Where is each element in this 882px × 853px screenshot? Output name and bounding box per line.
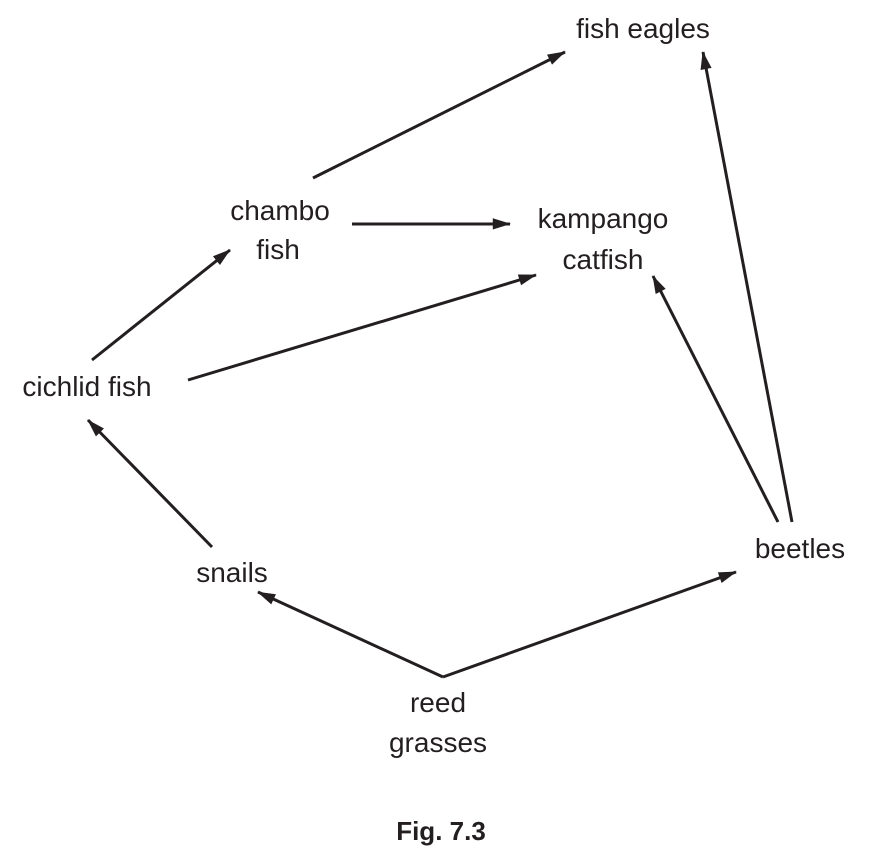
node-reed-line1: reed [410, 687, 466, 718]
node-kampango-line1: kampango [538, 203, 669, 234]
arrow-cichlid-to-kampango [187, 273, 537, 382]
node-cichlid-fish: cichlid fish [22, 371, 151, 402]
arrow-snails-to-cichlid [86, 418, 214, 549]
node-chambo-line2: fish [256, 234, 300, 265]
arrow-beetles-to-fish-eagles [700, 51, 794, 523]
node-fish-eagles: fish eagles [576, 13, 710, 44]
node-beetles: beetles [755, 533, 845, 564]
arrow-beetles-to-kampango [651, 275, 780, 523]
arrow-cichlid-to-chambo [91, 248, 231, 362]
node-snails: snails [196, 557, 268, 588]
node-chambo-line1: chambo [230, 195, 330, 226]
arrow-chambo-to-fish-eagles [312, 50, 566, 180]
figure-caption: Fig. 7.3 [396, 816, 486, 846]
node-reed-line2: grasses [389, 727, 487, 758]
arrow-reed-to-snails [257, 590, 444, 679]
arrow-reed-to-beetles [442, 570, 737, 679]
node-kampango-line2: catfish [563, 244, 644, 275]
